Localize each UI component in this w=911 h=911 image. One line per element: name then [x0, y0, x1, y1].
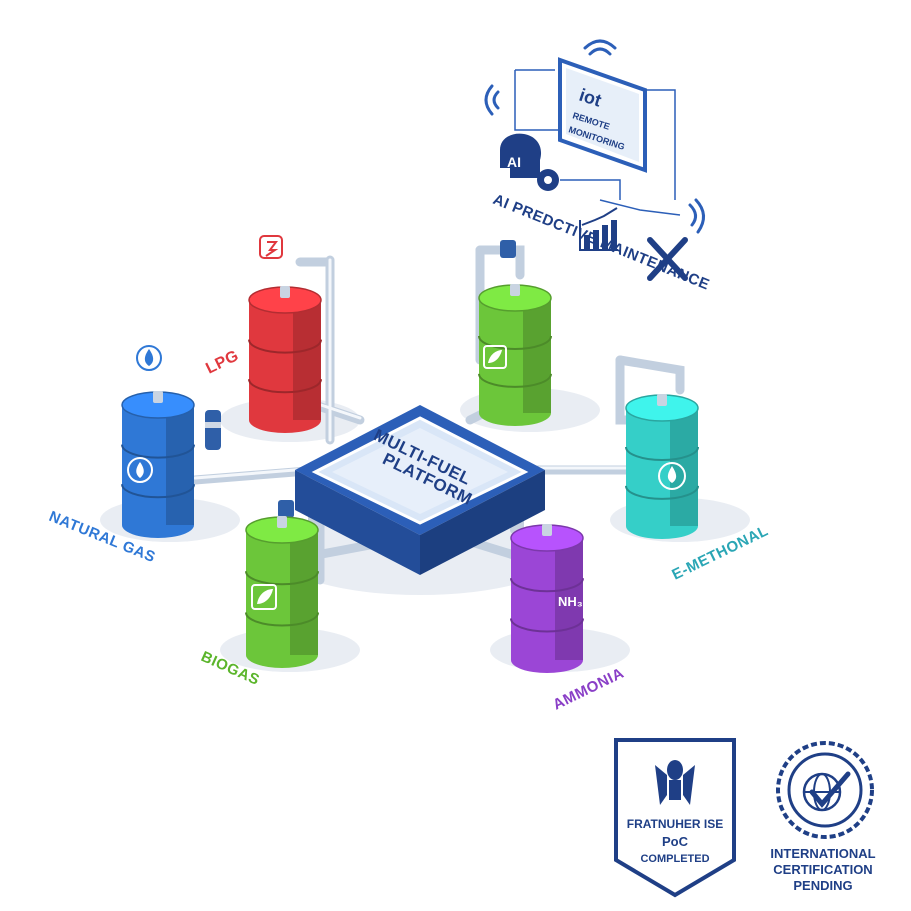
fraunhofer-line3: COMPLETED [640, 853, 709, 865]
tank-shade [670, 408, 698, 526]
tank-ring [510, 618, 584, 633]
flame-icon-tank [127, 457, 153, 483]
fraunhofer-line1: FRATNUHER ISE [627, 817, 723, 831]
tank-ring [248, 379, 322, 394]
iot-panel: iot REMOTE MONITORING [514, 57, 681, 216]
ai-maintenance-caption: AI PREDCTIVE MAINTENANCE [491, 191, 712, 294]
tank-shade [290, 530, 318, 655]
tank-shade [293, 300, 321, 420]
tank-natural-gas [121, 391, 195, 538]
tank-ring [121, 484, 195, 499]
tank-shade [523, 298, 551, 413]
tank-ring [510, 578, 584, 593]
certification-seal: INTERNATIONAL CERTIFICATION PENDING [770, 741, 876, 893]
tank-valve [510, 284, 520, 296]
tank-ring [245, 612, 319, 627]
tank-valve [153, 391, 163, 403]
tank-ring [625, 485, 699, 500]
wifi-icon-top [583, 39, 617, 56]
globe-check-icon [802, 771, 851, 812]
tank-ring [121, 444, 195, 459]
label-lpg: LPG [203, 347, 241, 377]
cert-line3: PENDING [793, 878, 852, 893]
wrench-screwdriver-icon [647, 237, 688, 281]
tank-ring [478, 335, 552, 350]
leaf-icon [251, 584, 277, 610]
cert-line2: CERTIFICATION [773, 862, 872, 877]
tank-valve [280, 286, 290, 298]
tank-biogas [245, 516, 319, 668]
fraunhofer-badge: FRATNUHER ISE PoC COMPLETED [614, 738, 736, 898]
tank-shade [166, 405, 194, 525]
cert-line1: INTERNATIONAL [770, 846, 875, 861]
bar-chart-icon [579, 207, 618, 251]
biogas-leaf-icon-top [483, 345, 507, 369]
tank-ring [248, 339, 322, 354]
tank-ammonia [510, 524, 584, 673]
tank-valve [277, 516, 287, 528]
tank-ring [625, 446, 699, 461]
tank-ring [478, 373, 552, 388]
fire-icon [136, 345, 162, 371]
wifi-icon-right [688, 198, 705, 234]
tank-ring [245, 571, 319, 586]
tank-valve [657, 394, 667, 406]
wifi-icon-left [484, 84, 500, 116]
tank-biogas-top [478, 284, 552, 426]
ai-text: AI [507, 154, 521, 170]
tank-valve [542, 524, 552, 536]
tank-lpg [248, 286, 322, 433]
fraunhofer-line2: PoC [662, 834, 689, 849]
ammonia-formula: NH₃ [558, 594, 583, 609]
ai-gear-icon: AI [500, 133, 559, 191]
multi-fuel-platform: MULTI-FUEL PLATFORM [295, 405, 545, 575]
droplet-icon [658, 462, 686, 490]
tank-shade [555, 538, 583, 660]
eagle-icon [655, 760, 695, 805]
tank-e-methanol [625, 394, 699, 539]
lpg-warning-icon [259, 235, 283, 259]
